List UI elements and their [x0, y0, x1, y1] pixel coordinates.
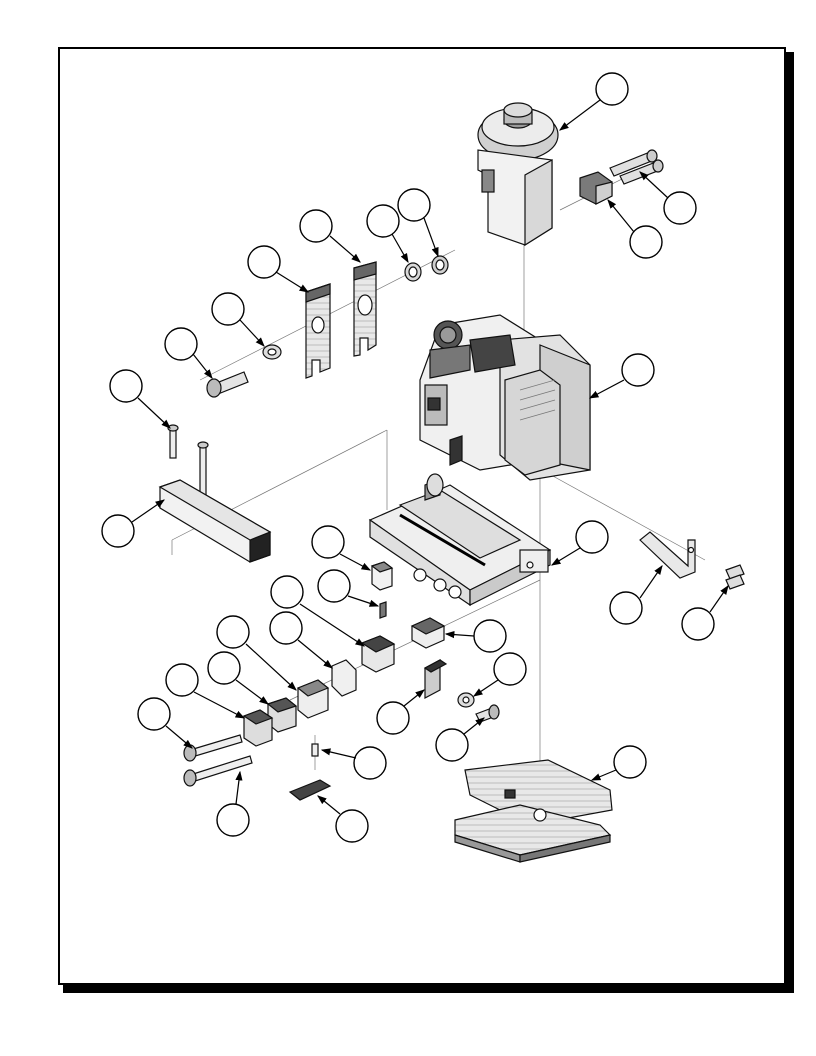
callout-21 [269, 611, 333, 669]
callout-24 [165, 663, 246, 719]
callout-3 [607, 199, 663, 259]
callout-26 [137, 697, 193, 749]
base-plate [454, 759, 613, 863]
callout-1 [559, 72, 629, 131]
cap-screws-and-bar [158, 424, 272, 563]
pin-and-plate [288, 743, 332, 801]
callout-11 [588, 353, 655, 399]
long-bolts [183, 734, 253, 787]
l-bracket [639, 531, 745, 590]
callout-18 [681, 585, 729, 641]
callout-23 [473, 652, 527, 697]
callout-27 [435, 717, 485, 762]
callout-6 [299, 209, 361, 263]
callout-10 [109, 369, 171, 429]
callout-25 [376, 689, 425, 735]
callout-4 [397, 188, 439, 258]
callout-16 [270, 575, 366, 647]
callout-20 [216, 615, 297, 691]
callout-13 [311, 525, 372, 571]
callout-7 [247, 245, 310, 293]
callout-22 [207, 651, 269, 705]
cube-and-spring [370, 561, 394, 619]
bushings [404, 255, 449, 282]
top-cylinder-assembly [477, 102, 559, 247]
callout-19 [444, 619, 507, 653]
base-carriage [368, 473, 552, 607]
callout-17 [609, 565, 663, 625]
washer-and-bolt [206, 344, 282, 398]
striped-plates [305, 261, 377, 379]
cap-screws-top [609, 149, 664, 185]
callout-14 [550, 520, 609, 566]
drive-assembly [419, 314, 591, 481]
block-components [242, 617, 448, 747]
callout-5 [366, 204, 409, 264]
callouts [101, 72, 729, 843]
callout-15 [317, 569, 380, 607]
callout-12 [101, 499, 165, 548]
callout-31 [317, 795, 369, 843]
callout-29 [590, 745, 647, 781]
callout-9 [164, 327, 213, 379]
callout-2 [639, 171, 697, 225]
clamp-block [579, 171, 613, 205]
callout-28 [320, 746, 387, 780]
callout-30 [216, 770, 250, 837]
washer-and-screw [457, 692, 500, 723]
callout-8 [211, 292, 265, 347]
